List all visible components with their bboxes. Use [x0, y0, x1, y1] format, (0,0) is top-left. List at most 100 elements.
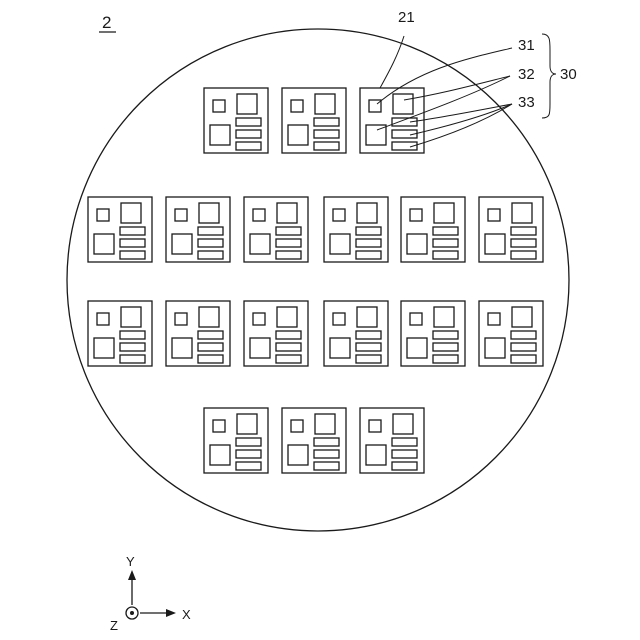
bar-pad [433, 227, 458, 235]
chip [204, 408, 268, 473]
chip [166, 197, 230, 262]
bar-pad [392, 450, 417, 458]
y-axis-arrowhead [128, 570, 136, 580]
square-pad [357, 203, 377, 223]
large-pad [366, 445, 386, 465]
large-pad [94, 234, 114, 254]
large-pad [210, 125, 230, 145]
small-pad [369, 420, 381, 432]
bar-pad [433, 239, 458, 247]
bar-pad [433, 343, 458, 351]
chip [282, 408, 346, 473]
small-pad [253, 209, 265, 221]
bar-pad [236, 450, 261, 458]
bar-pad [198, 227, 223, 235]
axis-y-label: Y [126, 554, 135, 569]
bar-pad [392, 462, 417, 470]
bar-pad [236, 118, 261, 126]
large-pad [485, 338, 505, 358]
chip [401, 197, 465, 262]
large-pad [407, 338, 427, 358]
square-pad [121, 203, 141, 223]
bar-pad [511, 227, 536, 235]
bar-pad [392, 438, 417, 446]
bar-pad [198, 251, 223, 259]
small-pad [291, 420, 303, 432]
bar-pad [120, 343, 145, 351]
large-pad [485, 234, 505, 254]
square-pad [512, 307, 532, 327]
axis-z-label: Z [110, 618, 118, 633]
chip [479, 197, 543, 262]
large-pad [288, 445, 308, 465]
bar-pad [511, 239, 536, 247]
leader-21 [380, 36, 404, 88]
square-pad [434, 307, 454, 327]
large-pad [172, 234, 192, 254]
small-pad [333, 313, 345, 325]
square-pad [315, 94, 335, 114]
bar-pad [356, 239, 381, 247]
chip [204, 88, 268, 153]
axis-indicator: Y X Z [110, 554, 191, 633]
chip [360, 408, 424, 473]
callout-32: 32 [518, 66, 535, 83]
small-pad [488, 313, 500, 325]
chip [244, 301, 308, 366]
leader-31 [377, 48, 512, 104]
chip-array [88, 88, 543, 473]
bar-pad [120, 239, 145, 247]
figure-label: 2 [102, 13, 111, 32]
bar-pad [276, 331, 301, 339]
bar-pad [314, 462, 339, 470]
bar-pad [314, 142, 339, 150]
small-pad [97, 209, 109, 221]
chip [282, 88, 346, 153]
bar-pad [198, 355, 223, 363]
bar-pad [314, 130, 339, 138]
bar-pad [356, 227, 381, 235]
bar-pad [276, 251, 301, 259]
callout-31: 31 [518, 37, 535, 54]
small-pad [213, 420, 225, 432]
square-pad [199, 307, 219, 327]
chip [324, 301, 388, 366]
bar-pad [511, 331, 536, 339]
small-pad [410, 313, 422, 325]
bar-pad [120, 251, 145, 259]
bar-pad [120, 227, 145, 235]
large-pad [210, 445, 230, 465]
large-pad [250, 234, 270, 254]
bar-pad [198, 331, 223, 339]
square-pad [315, 414, 335, 434]
large-pad [172, 338, 192, 358]
bar-pad [356, 355, 381, 363]
axis-x-label: X [182, 607, 191, 622]
bar-pad [236, 462, 261, 470]
chip [479, 301, 543, 366]
bar-pad [356, 343, 381, 351]
bar-pad [236, 142, 261, 150]
callout-21: 21 [398, 9, 415, 26]
small-pad [333, 209, 345, 221]
bar-pad [314, 438, 339, 446]
large-pad [407, 234, 427, 254]
bar-pad [236, 438, 261, 446]
bar-pad [276, 343, 301, 351]
square-pad [512, 203, 532, 223]
small-pad [213, 100, 225, 112]
bar-pad [511, 343, 536, 351]
x-axis-arrowhead [166, 609, 176, 617]
bar-pad [276, 355, 301, 363]
square-pad [393, 94, 413, 114]
square-pad [277, 203, 297, 223]
chip [88, 197, 152, 262]
bar-pad [236, 130, 261, 138]
bar-pad [433, 331, 458, 339]
large-pad [330, 338, 350, 358]
chip [88, 301, 152, 366]
chip [244, 197, 308, 262]
callout-30: 30 [560, 66, 577, 83]
